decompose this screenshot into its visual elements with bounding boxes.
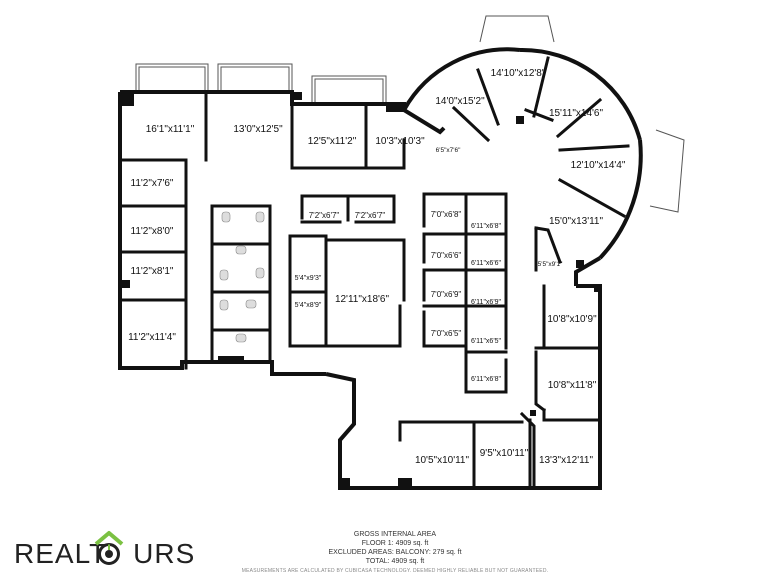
room-label: 12'10"x14'4" bbox=[571, 160, 626, 171]
room-label: 15'0"x13'11" bbox=[549, 216, 604, 227]
logo-wordmark: REALT URS bbox=[14, 538, 195, 570]
room-label: 11'2"x11'4" bbox=[128, 332, 176, 343]
interior-walls bbox=[118, 56, 630, 490]
room-label: 7'2"x6'7" bbox=[309, 211, 340, 220]
room-label: 6'11"x6'6" bbox=[471, 260, 502, 267]
summary-floor: FLOOR 1: 4909 sq. ft bbox=[361, 540, 429, 547]
room-label: 6'11"x6'5" bbox=[471, 338, 502, 345]
room-labels: 16'1"x11'1" 13'0"x12'5" 12'5"x11'2" 10'3… bbox=[128, 68, 626, 466]
summary-total: TOTAL: 4909 sq. ft bbox=[365, 558, 425, 565]
room-label: 7'0"x6'6" bbox=[431, 251, 462, 260]
room-label: 6'11"x6'9" bbox=[471, 299, 502, 306]
room-label: 13'0"x12'5" bbox=[233, 124, 283, 135]
room-label: 13'3"x12'11" bbox=[539, 455, 594, 466]
area-summary: GROSS INTERNAL AREA FLOOR 1: 4909 sq. ft… bbox=[250, 530, 540, 566]
room-label: 7'0"x6'8" bbox=[431, 210, 462, 219]
room-label: 6'11"x6'8" bbox=[471, 376, 502, 383]
logo-text-left: REALT bbox=[14, 538, 108, 569]
balconies bbox=[135, 15, 685, 213]
room-label: 9'5"x10'11" bbox=[480, 448, 529, 459]
room-label: 11'2"x7'6" bbox=[131, 178, 174, 189]
summary-heading: GROSS INTERNAL AREA bbox=[353, 531, 437, 538]
disclaimer: MEASUREMENTS ARE CALCULATED BY CUBICASA … bbox=[241, 568, 549, 574]
room-label: 6'5"x7'6" bbox=[436, 147, 461, 154]
room-label: 12'5"x11'2" bbox=[308, 136, 357, 147]
summary-excluded: EXCLUDED AREAS: BALCONY: 279 sq. ft bbox=[328, 549, 462, 556]
room-label: 11'2"x8'1" bbox=[131, 266, 174, 277]
room-label: 10'3"x10'3" bbox=[375, 136, 425, 147]
room-label: 5'5"x9'1" bbox=[538, 261, 563, 268]
restroom-fixtures bbox=[219, 211, 265, 343]
room-label: 10'5"x10'11" bbox=[415, 455, 470, 466]
room-label: 5'4"x8'9" bbox=[295, 302, 322, 309]
room-label: 16'1"x11'1" bbox=[146, 124, 195, 135]
logo-text-right: URS bbox=[133, 538, 196, 569]
house-camera-icon bbox=[94, 531, 124, 565]
room-label: 14'10"x12'8" bbox=[491, 68, 546, 79]
room-label: 7'0"x6'9" bbox=[431, 290, 462, 299]
room-label: 7'2"x6'7" bbox=[355, 211, 386, 220]
room-label: 14'0"x15'2" bbox=[435, 96, 485, 107]
room-label: 10'8"x10'9" bbox=[547, 314, 597, 325]
realtours-logo: REALT URS bbox=[14, 528, 194, 572]
room-label: 15'11"x14'6" bbox=[549, 108, 604, 119]
room-label: 7'0"x6'5" bbox=[431, 329, 462, 338]
room-label: 12'11"x18'6" bbox=[335, 294, 390, 305]
wall-posts bbox=[120, 92, 600, 488]
room-label: 10'8"x11'8" bbox=[548, 380, 597, 391]
room-label: 6'11"x6'8" bbox=[471, 223, 502, 230]
room-label: 11'2"x8'0" bbox=[131, 226, 174, 237]
room-label: 5'4"x9'3" bbox=[295, 275, 322, 282]
